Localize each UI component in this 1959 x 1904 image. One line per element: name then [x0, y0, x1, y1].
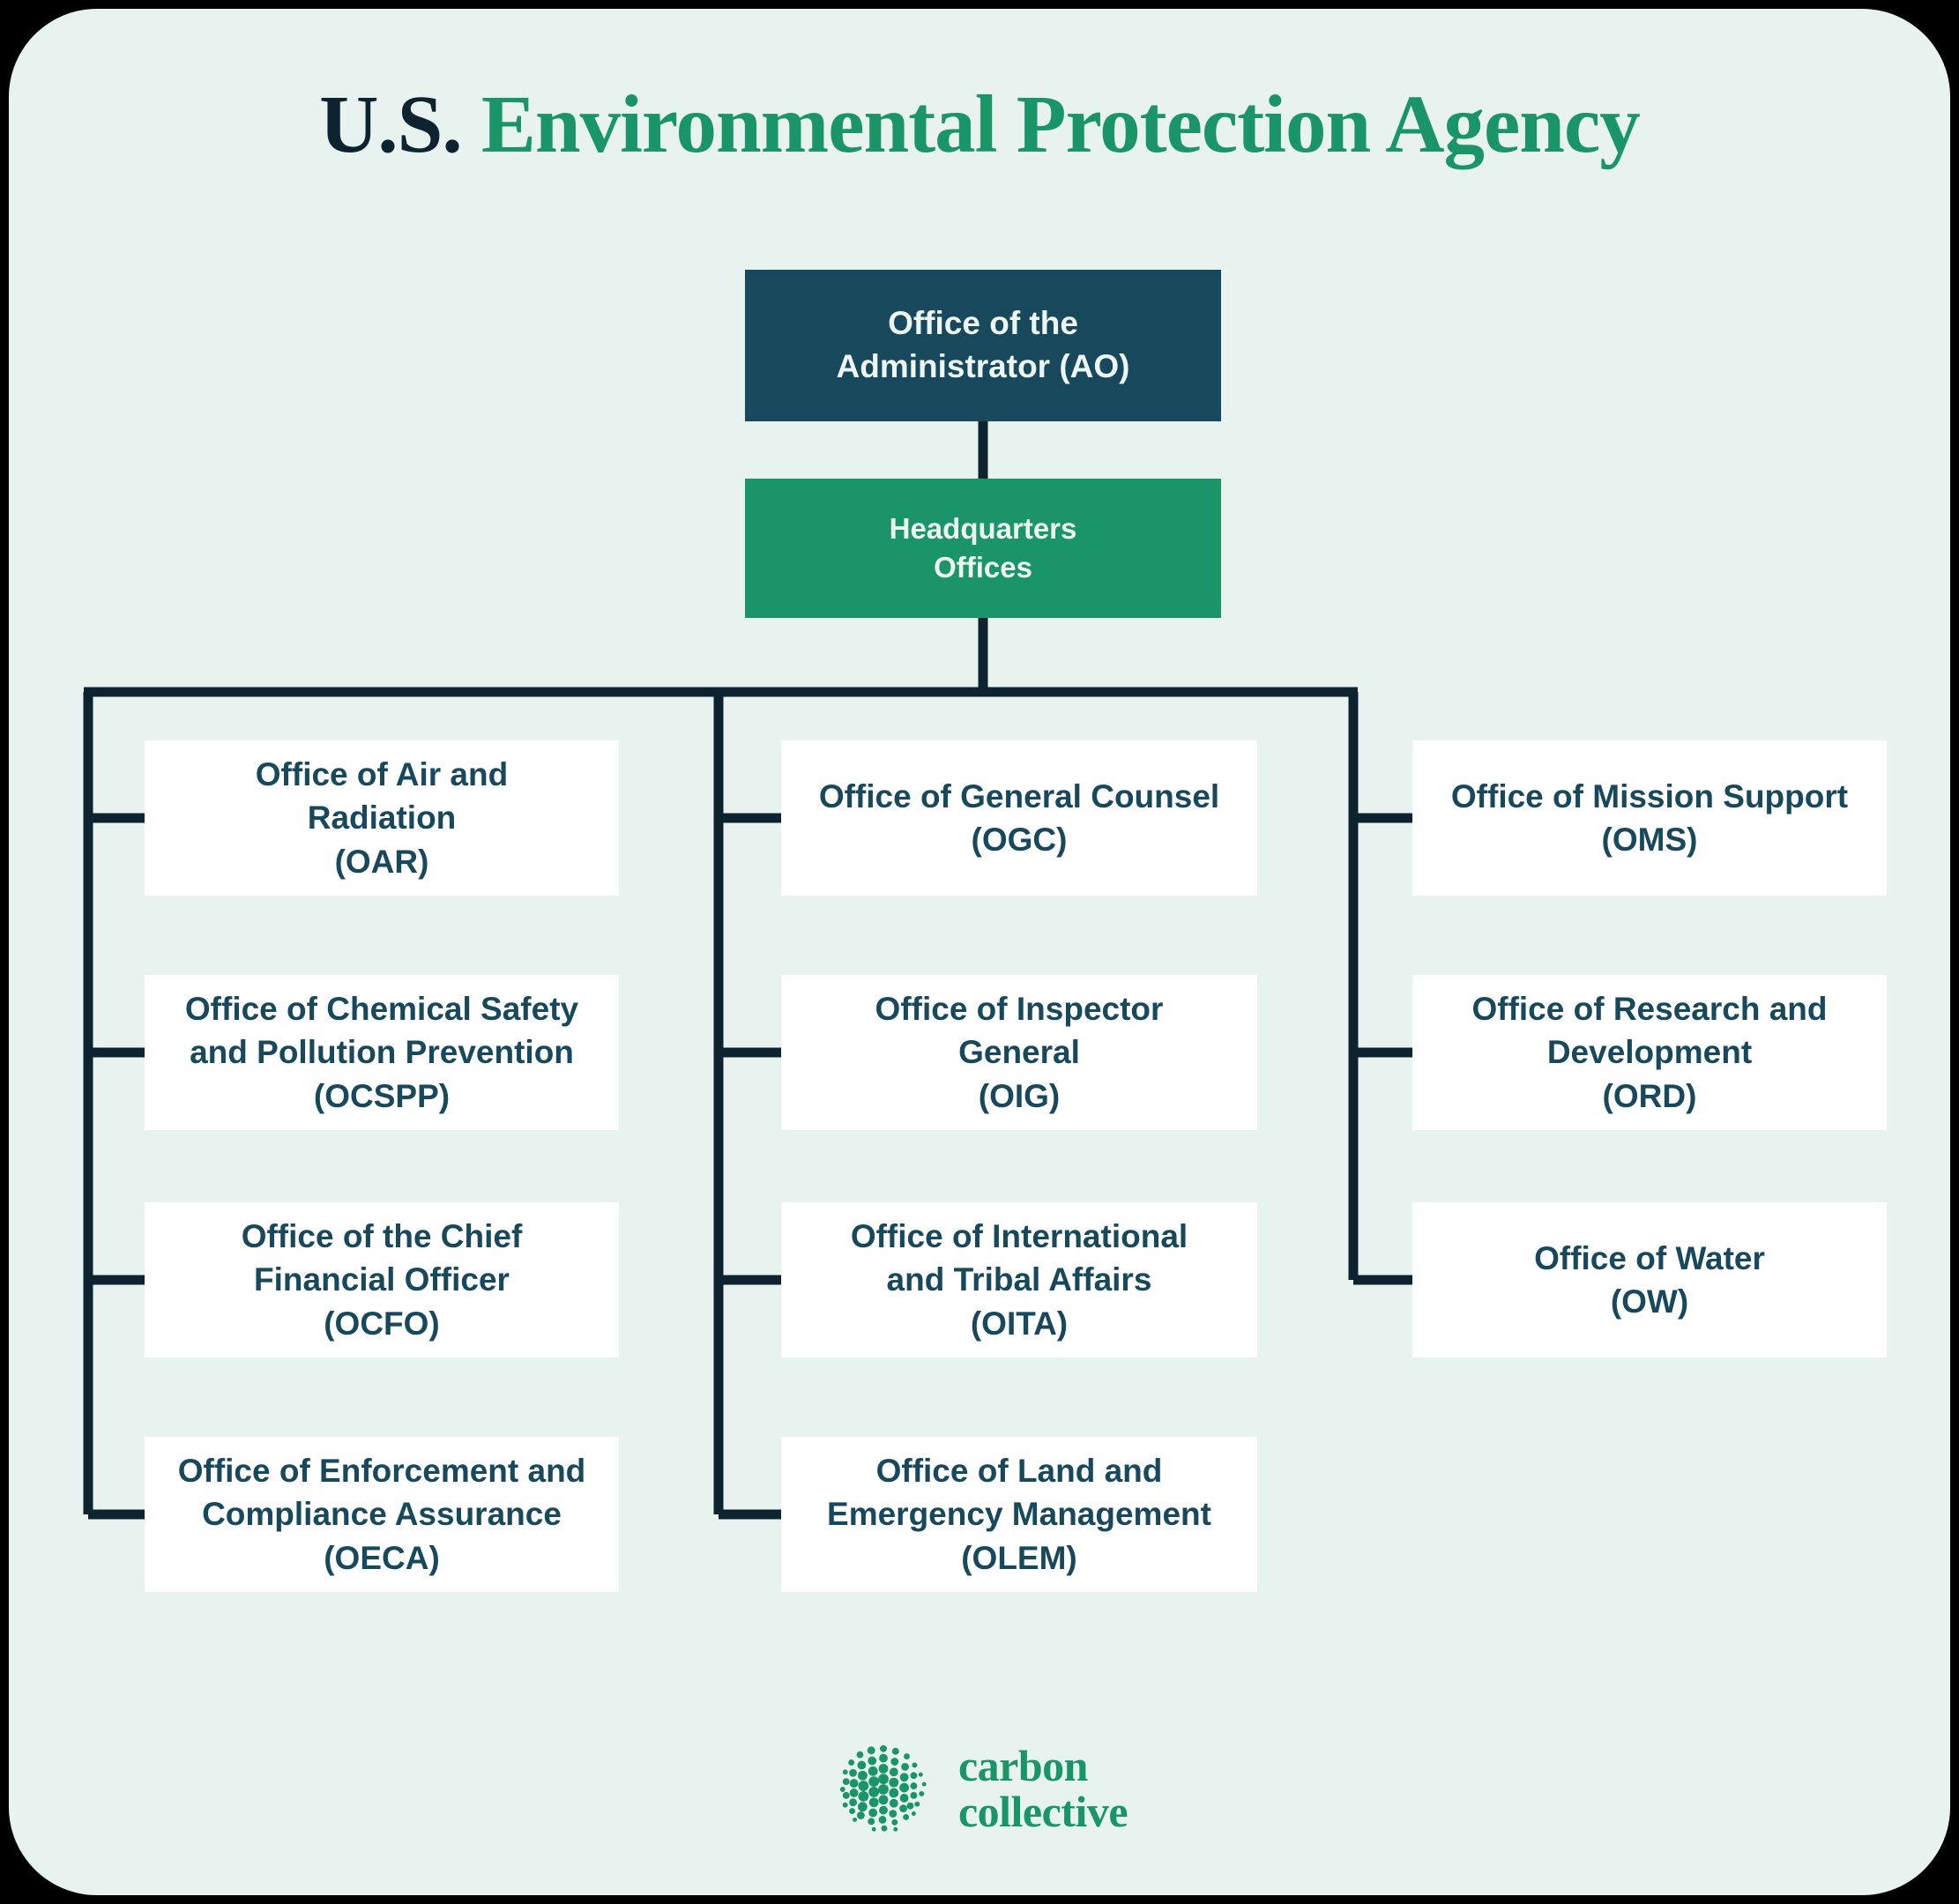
node-label-line1: Headquarters [889, 512, 1077, 546]
node-label-line1: Office of the Chief [241, 1218, 523, 1255]
node-office-of-the-administrator[interactable]: Office of the Administrator (AO) [745, 270, 1221, 421]
node-label-abbr: (ORD) [1602, 1077, 1697, 1114]
node-label-line1: Office of International [850, 1218, 1188, 1255]
node-label-abbr: (OECA) [324, 1539, 440, 1576]
node-label-abbr: (OIG) [978, 1077, 1061, 1114]
node-label-line1: Office of Water [1534, 1239, 1765, 1276]
node-label-line2: General [958, 1034, 1080, 1071]
node-label-line2: Offices [934, 551, 1032, 584]
node-office-ogc[interactable]: Office of General Counsel (OGC) [781, 740, 1257, 896]
node-label-line2: Financial Officer [254, 1261, 510, 1298]
node-office-olem[interactable]: Office of Land and Emergency Management … [781, 1437, 1257, 1592]
page-title: U.S. Environmental Protection Agency [9, 78, 1950, 172]
node-label-line1: Office of Inspector [875, 991, 1164, 1028]
title-prefix: U.S. [319, 79, 462, 170]
node-label-line1: Office of Research and [1471, 991, 1828, 1028]
node-label-line1: Office of General Counsel [818, 777, 1220, 814]
node-label-abbr: (OLEM) [961, 1539, 1077, 1576]
node-office-oms[interactable]: Office of Mission Support (OMS) [1412, 740, 1887, 896]
node-label-abbr: (OITA) [970, 1305, 1069, 1342]
node-office-ord[interactable]: Office of Research and Development (ORD) [1412, 975, 1887, 1130]
node-label-line1: Office of Chemical Safety [184, 991, 579, 1028]
node-label-abbr: (OMS) [1601, 822, 1698, 858]
brand-name-line1: carbon [957, 1741, 1089, 1790]
node-label-abbr: (OCFO) [324, 1305, 440, 1342]
node-office-ocspp[interactable]: Office of Chemical Safety and Pollution … [145, 975, 619, 1130]
node-label-abbr: (OW) [1610, 1283, 1689, 1320]
node-label-line2: and Pollution Prevention [190, 1034, 574, 1071]
node-label-line2: Administrator (AO) [836, 348, 1130, 384]
node-office-oar[interactable]: Office of Air and Radiation (OAR) [145, 740, 619, 896]
node-label-line1: Office of the [888, 305, 1078, 342]
node-office-oita[interactable]: Office of International and Tribal Affai… [781, 1202, 1257, 1357]
node-office-ocfo[interactable]: Office of the Chief Financial Officer (O… [145, 1202, 619, 1357]
node-label-line1: Office of Land and [875, 1453, 1163, 1490]
node-label-line2: Development [1546, 1034, 1753, 1071]
node-label-line1: Office of Enforcement and [177, 1453, 586, 1490]
node-label-line2: Radiation [307, 800, 457, 837]
node-label-line2: and Tribal Affairs [886, 1261, 1152, 1298]
node-headquarters-offices[interactable]: Headquarters Offices [745, 479, 1221, 618]
node-label-line2: Emergency Management [827, 1496, 1211, 1533]
title-main: Environmental Protection Agency [480, 79, 1641, 170]
node-office-oeca[interactable]: Office of Enforcement and Compliance Ass… [145, 1437, 619, 1592]
node-label-line1: Office of Air and [255, 756, 509, 793]
node-label-abbr: (OCSPP) [313, 1077, 451, 1114]
brand-name-line2: collective [957, 1787, 1128, 1836]
brand-logo: carbon collective [9, 1737, 1950, 1841]
infographic-card: U.S. Environmental Protection Agency [9, 9, 1950, 1895]
node-label-line1: Office of Mission Support [1450, 777, 1849, 814]
node-label-abbr: (OAR) [334, 843, 429, 880]
dot-circle-icon [839, 1744, 927, 1832]
node-office-ow[interactable]: Office of Water (OW) [1412, 1202, 1887, 1357]
brand-logo-text: carbon collective [958, 1743, 1128, 1834]
node-office-oig[interactable]: Office of Inspector General (OIG) [781, 975, 1257, 1130]
node-label-line2: Compliance Assurance [202, 1496, 562, 1533]
node-label-abbr: (OGC) [971, 822, 1068, 858]
